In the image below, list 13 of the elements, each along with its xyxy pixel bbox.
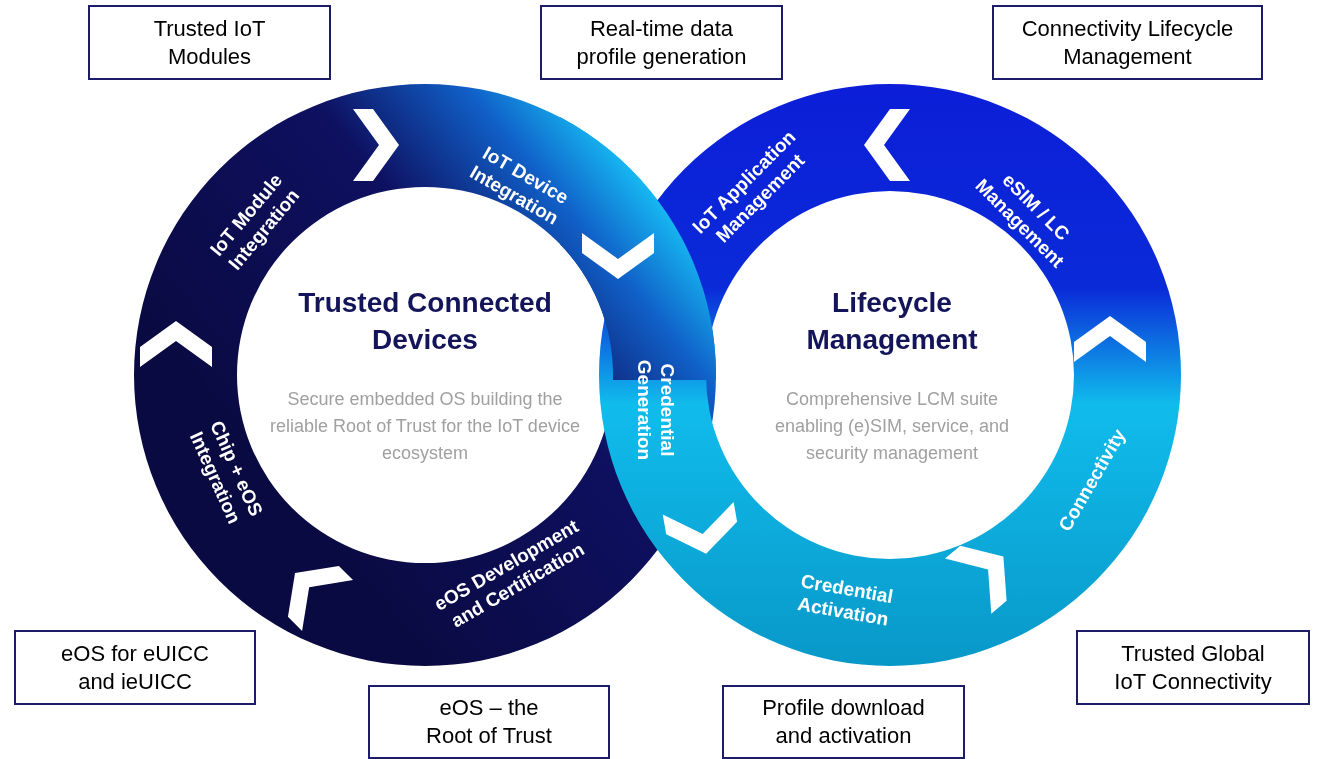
segment-label: Credential Activation	[794, 569, 896, 632]
center-title: Trusted Connected Devices	[297, 285, 553, 357]
text-box: eOS for eUICC and ieUICC	[14, 630, 256, 705]
text-box: Trusted IoT Modules	[88, 5, 331, 80]
segment-label: Credential Generation	[633, 358, 679, 463]
center-description: Comprehensive LCM suite enabling (e)SIM, service, and security management	[773, 387, 1011, 465]
text-box: Trusted Global IoT Connectivity	[1076, 630, 1310, 705]
center-description: Secure embedded OS building the reliable Root of Trust for the IoT device ecosystem	[270, 387, 580, 465]
center-title: Lifecycle Management	[805, 285, 979, 357]
text-box: Real-time data profile generation	[540, 5, 783, 80]
text-box: Connectivity Lifecycle Management	[992, 5, 1263, 80]
text-box: Profile download and activation	[722, 685, 965, 759]
text-box: eOS – the Root of Trust	[368, 685, 610, 759]
